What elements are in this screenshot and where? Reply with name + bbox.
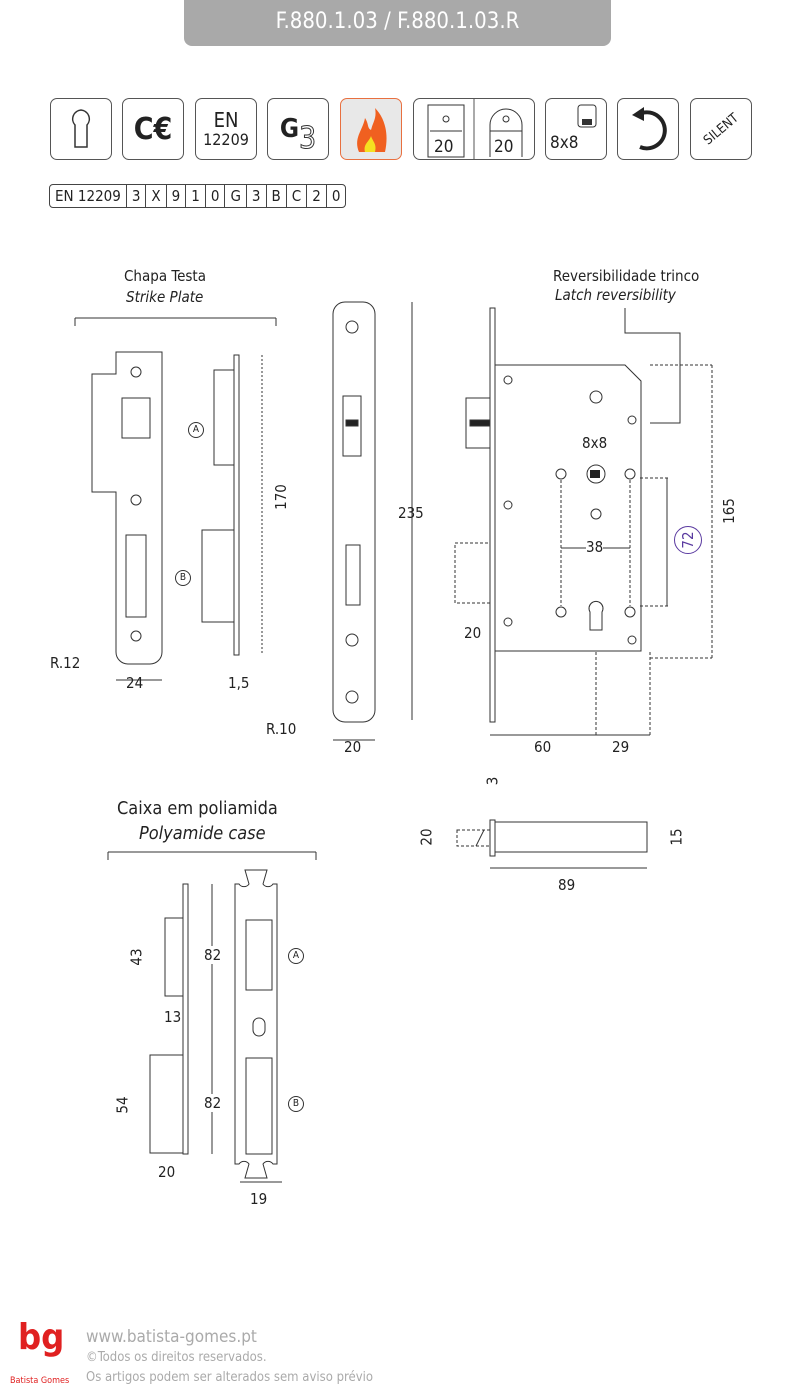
dim-15: 15 [667,828,686,846]
dim-82-b: 82 [204,1094,222,1112]
notice-text: Os artigos podem ser alterados sem aviso… [86,1370,374,1385]
class-cell: 3 [245,185,266,207]
polyamide-case-drawing [107,851,317,1183]
dim-24: 24 [126,674,144,692]
marker-a: A [188,422,204,438]
class-cell: 0 [204,185,225,207]
dim-89: 89 [558,876,576,894]
en-label: EN [213,108,239,133]
dim-19: 19 [250,1190,268,1208]
spindle-icon: 8x8 [545,98,607,160]
brand-logo: bg [18,1317,65,1358]
product-title: F.880.1.03 / F.880.1.03.R [184,0,611,46]
dim-29: 29 [612,738,630,756]
fire-icon [340,98,402,160]
class-cell: G [224,185,245,207]
case-marker-a: A [288,948,304,964]
polyamide-case-subtitle: Polyamide case [139,823,266,844]
dim-82-a: 82 [204,946,222,964]
class-cell: 3 [125,185,146,207]
latch-reversibility-subtitle: Latch reversibility [555,286,676,304]
lock-body-drawing [454,307,713,736]
strike-plate-drawing [74,317,277,681]
polyamide-case-title: Caixa em poliamida [117,798,278,819]
class-cell: C [285,185,306,207]
dim-8x8: 8x8 [582,434,608,452]
dim-43: 43 [127,948,146,966]
dim-r12: R.12 [50,654,81,672]
dim-165: 165 [719,498,738,524]
euro-cylinder-icon [50,98,112,160]
dim-front-20: 20 [344,738,362,756]
silent-icon: SILENT [690,98,752,160]
dim-1-5: 1,5 [228,674,250,692]
dim-235: 235 [398,504,424,522]
class-cell: X [145,185,165,207]
dim-case-20: 20 [464,624,482,642]
class-cell: EN 12209 [55,187,121,205]
dim-54: 54 [113,1096,132,1114]
grade-letter: G [279,114,300,144]
dim-60: 60 [534,738,552,756]
dim-3: 3 [483,776,502,786]
marker-b: B [175,570,191,586]
backset-value-1: 20 [434,137,454,157]
dim-r10: R.10 [266,720,297,738]
latch-reversibility-title: Reversibilidade trinco [553,267,700,285]
dim-170: 170 [271,484,290,510]
dim-top-20: 20 [417,828,436,846]
dim-case-d2-20: 20 [158,1163,176,1181]
reversible-icon [617,98,679,160]
class-cell: B [265,185,286,207]
backset-value-2: 20 [494,137,514,157]
top-view-drawing [456,819,648,869]
brand-name: Batista Gomes [10,1376,70,1386]
ce-mark-icon: C€ [122,98,184,160]
grade-number: 3 [299,120,317,156]
class-cell: 1 [185,185,205,207]
rights-text: ©Todos os direitos reservados. [86,1350,267,1365]
class-cell: 0 [325,185,346,207]
dim-38: 38 [586,538,604,556]
strike-plate-title: Chapa Testa [124,267,206,285]
dim-13: 13 [164,1008,182,1026]
spindle-value: 8x8 [550,133,579,153]
strike-plate-subtitle: Strike Plate [126,288,204,306]
class-cell: 9 [165,185,186,207]
en-number: 12209 [203,130,249,150]
website-link[interactable]: www.batista-gomes.pt [86,1327,257,1347]
front-plate-drawing [332,301,413,741]
dim-72: 72 [674,526,702,554]
class-cell: 2 [306,185,326,207]
case-marker-b: B [288,1096,304,1112]
